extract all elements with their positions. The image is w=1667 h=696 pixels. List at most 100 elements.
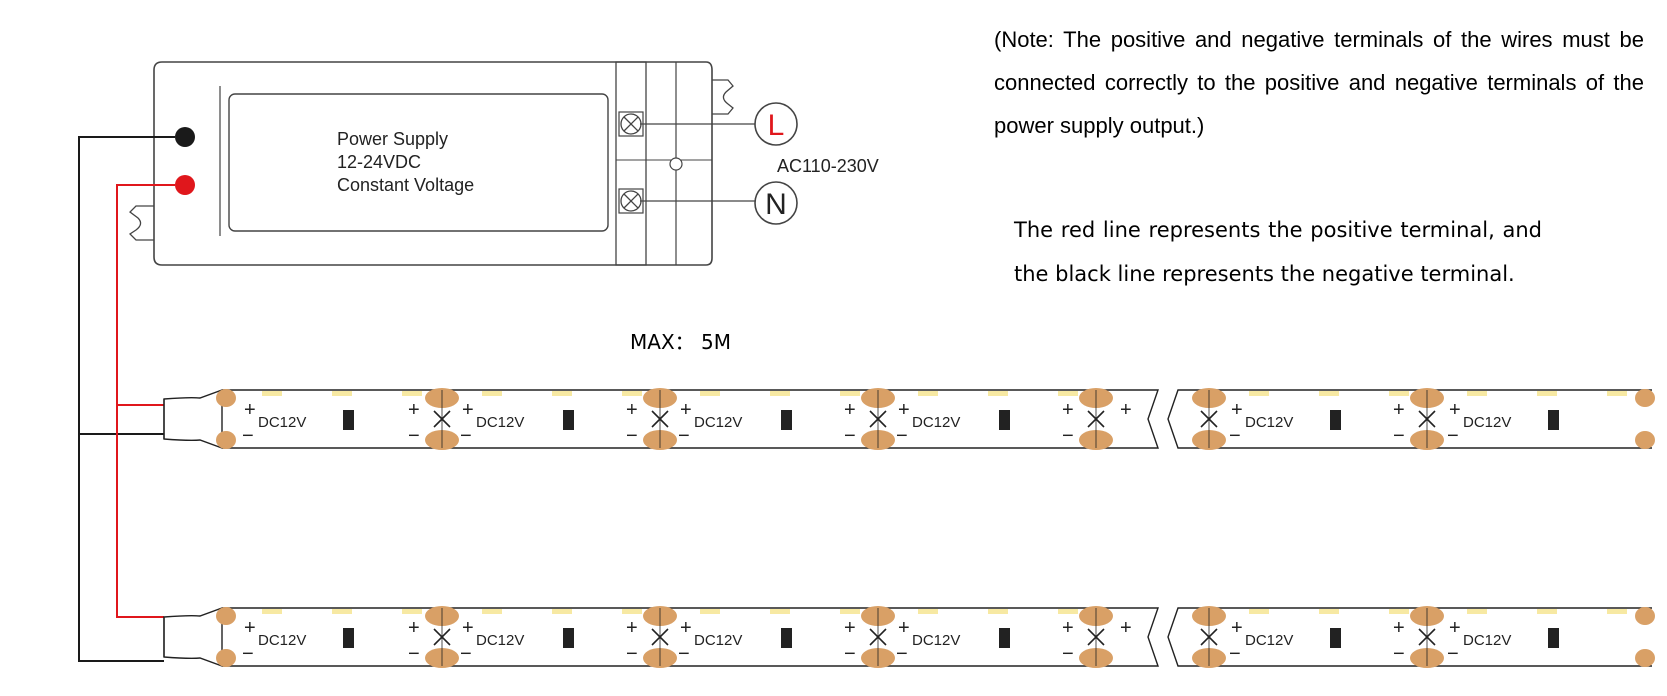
segment-label: DC12V <box>1245 632 1293 649</box>
resistor <box>1548 628 1559 648</box>
strip-connector <box>163 389 223 449</box>
plus-sign: + <box>898 617 910 639</box>
led-chip <box>770 609 790 614</box>
led-chip <box>700 609 720 614</box>
led-chip <box>1467 609 1487 614</box>
strip-body <box>1167 607 1652 667</box>
positive-output-terminal <box>175 175 195 195</box>
minus-sign: − <box>626 643 638 665</box>
plus-sign: + <box>844 617 856 639</box>
screw-live <box>618 111 644 137</box>
segment-label: DC12V <box>258 632 306 649</box>
minus-sign: − <box>242 425 254 447</box>
resistor <box>343 628 354 648</box>
minus-sign: − <box>678 643 690 665</box>
led-chip <box>700 391 720 396</box>
plus-sign: + <box>898 399 910 421</box>
solder-pad <box>216 389 236 407</box>
minus-sign: − <box>408 425 420 447</box>
supply-label-line1: Power Supply <box>337 129 448 149</box>
resistor <box>781 410 792 430</box>
plus-sign: + <box>1449 617 1461 639</box>
segment-label: DC12V <box>694 414 742 431</box>
plus-sign: + <box>844 399 856 421</box>
plus-sign: + <box>1062 617 1074 639</box>
plus-sign: + <box>244 399 256 421</box>
led-chip <box>482 609 502 614</box>
minus-sign: − <box>1393 643 1405 665</box>
screw-neutral <box>618 188 644 214</box>
solder-pad <box>1635 649 1655 667</box>
strip-body <box>1167 389 1652 449</box>
minus-sign: − <box>1229 425 1241 447</box>
plus-sign: + <box>1062 399 1074 421</box>
led-chip <box>622 391 642 396</box>
led-chip <box>1319 609 1339 614</box>
mounting-tab-right <box>712 79 734 115</box>
led-chip <box>988 609 1008 614</box>
minus-sign: − <box>844 425 856 447</box>
minus-sign: − <box>1447 425 1459 447</box>
segment-label: DC12V <box>912 414 960 431</box>
plus-sign: + <box>462 617 474 639</box>
wiring-note: (Note: The positive and negative termina… <box>994 27 1644 138</box>
led-chip <box>988 391 1008 396</box>
led-chip <box>332 609 352 614</box>
minus-sign: − <box>844 643 856 665</box>
minus-sign: − <box>1393 425 1405 447</box>
minus-sign: − <box>1229 643 1241 665</box>
led-chip <box>1607 391 1627 396</box>
ground-screw <box>669 157 683 171</box>
led-chip <box>622 609 642 614</box>
minus-sign: − <box>460 643 472 665</box>
led-chip <box>402 609 422 614</box>
max-length-label: MAX： 5M <box>630 330 731 354</box>
resistor <box>1330 628 1341 648</box>
led-chip <box>918 609 938 614</box>
solder-pad <box>216 649 236 667</box>
led-chip <box>1467 391 1487 396</box>
solder-pad <box>216 607 236 625</box>
negative-wire <box>78 136 175 662</box>
neutral-terminal-circle <box>754 181 798 225</box>
led-strip: +−DC12V+−+−DC12V+−+−DC12V+−+−DC12V+−++−D… <box>163 606 1655 668</box>
led-chip <box>552 391 572 396</box>
led-chip <box>1249 391 1269 396</box>
led-chip <box>402 391 422 396</box>
live-terminal-circle <box>754 102 798 146</box>
segment-label: DC12V <box>1463 632 1511 649</box>
minus-sign: − <box>896 425 908 447</box>
minus-sign: − <box>678 425 690 447</box>
led-chip <box>262 391 282 396</box>
led-chip <box>1537 391 1557 396</box>
supply-label-line3: Constant Voltage <box>337 175 474 195</box>
power-supply: Power Supply 12-24VDC Constant Voltage <box>128 61 734 266</box>
led-chip <box>770 391 790 396</box>
minus-sign: − <box>460 425 472 447</box>
resistor <box>343 410 354 430</box>
led-strip: +−DC12V+−+−DC12V+−+−DC12V+−+−DC12V+−++−D… <box>163 388 1655 450</box>
led-chip <box>1389 609 1409 614</box>
led-chip <box>262 609 282 614</box>
minus-sign: − <box>1447 643 1459 665</box>
resistor <box>563 628 574 648</box>
segment-label: DC12V <box>1463 414 1511 431</box>
resistor <box>999 410 1010 430</box>
led-chip <box>840 391 860 396</box>
resistor <box>1548 410 1559 430</box>
strip-body <box>222 607 1159 667</box>
segment-label: DC12V <box>1245 414 1293 431</box>
minus-sign: − <box>242 643 254 665</box>
negative-output-terminal <box>175 127 195 147</box>
led-chip <box>1389 391 1409 396</box>
minus-sign: − <box>1062 425 1074 447</box>
plus-sign: + <box>1120 399 1132 421</box>
resistor <box>1330 410 1341 430</box>
segment-label: DC12V <box>258 414 306 431</box>
resistor <box>563 410 574 430</box>
plus-sign: + <box>408 617 420 639</box>
plus-sign: + <box>626 399 638 421</box>
solder-pad <box>1635 389 1655 407</box>
strip-body <box>222 389 1159 449</box>
